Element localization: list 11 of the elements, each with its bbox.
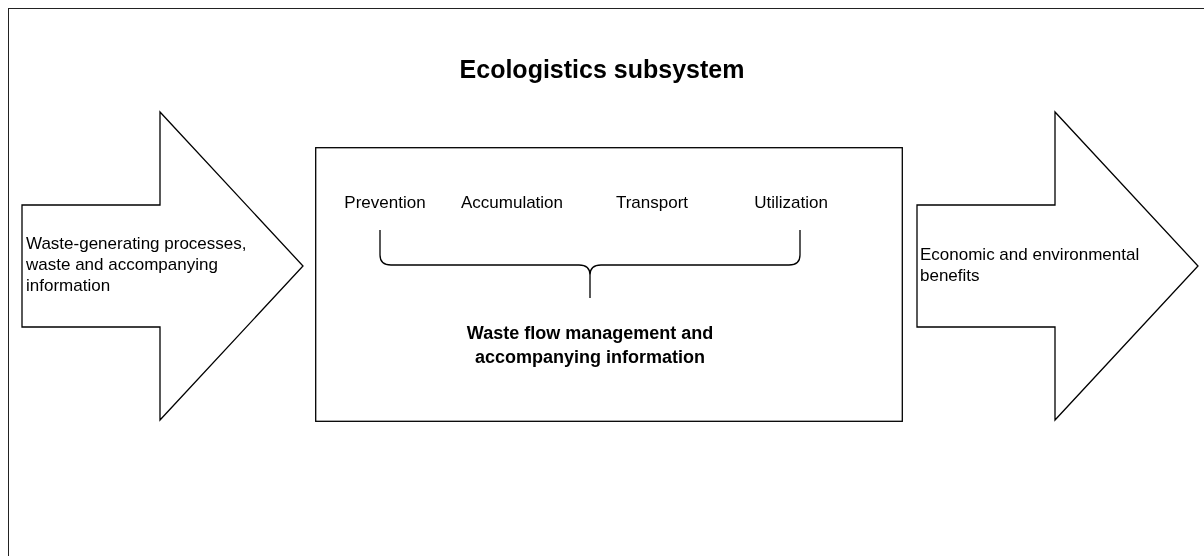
box-heading: Waste flow management and accompanying information [465,322,715,369]
diagram-title: Ecologistics subsystem [458,55,746,84]
stage-label: Accumulation [459,192,565,213]
stage-label: Utilization [753,192,829,213]
arrow-text: Waste-generating processes, waste and accompanying information [26,233,248,296]
arrow-text: Economic and environmental benefits [920,244,1141,286]
block-arrow [917,111,1199,421]
block-arrow [22,111,304,421]
process-box [315,147,903,422]
stage-label: Transport [614,192,690,213]
stage-label: Prevention [343,192,427,213]
